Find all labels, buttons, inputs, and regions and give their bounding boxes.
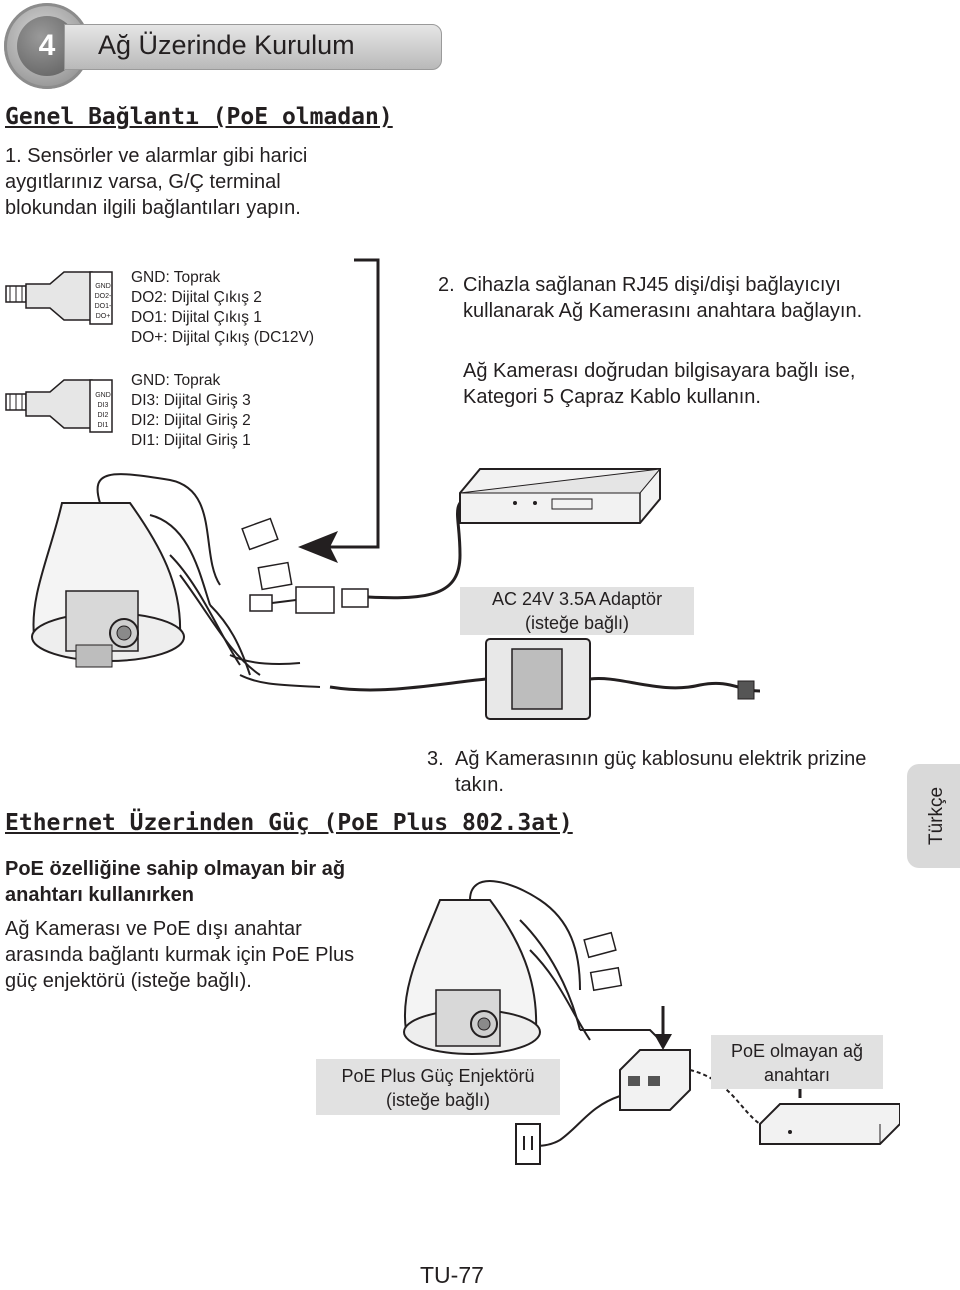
output-terminal-legend: GND: Toprak DO2: Dijital Çıkış 2 DO1: Di…: [131, 268, 314, 348]
pin-label: DI1: [97, 422, 109, 429]
injector-label-line2: (isteğe bağlı): [385, 1090, 491, 1110]
terminal-block-input: [5, 379, 113, 433]
rj45-coupler: [249, 586, 369, 614]
network-cable: [367, 493, 471, 600]
adapter-label-line1: AC 24V 3.5A Adaptör: [491, 589, 663, 609]
pin-label: DO+: [95, 313, 111, 320]
pin-label: DO2-: [94, 293, 112, 300]
pin-label: DO1-: [94, 303, 112, 310]
section-title-general: Genel Bağlantı (PoE olmadan): [5, 104, 393, 130]
switch-label-line1: PoE olmayan ağ: [730, 1041, 864, 1061]
legend-line: DO+: Dijital Çıkış (DC12V): [131, 329, 315, 346]
poe-subtitle: PoE özelliğine sahip olmayan bir ağ anah…: [5, 858, 346, 906]
switch-label-line2: anahtarı: [763, 1065, 831, 1085]
injector-label: PoE Plus Güç Enjektörü (isteğe bağlı): [316, 1059, 560, 1115]
io-connectors-poe: [583, 931, 623, 992]
legend-line: GND: Toprak: [131, 372, 221, 389]
legend-line: DO2: Dijital Çıkış 2: [131, 289, 262, 306]
io-connectors: [241, 517, 293, 591]
adapter-label: AC 24V 3.5A Adaptör (isteğe bağlı): [460, 587, 694, 635]
language-tab: Türkçe: [907, 764, 960, 868]
input-terminal-legend: GND: Toprak DI3: Dijital Giriş 3 DI2: Di…: [131, 371, 251, 451]
network-switch-illustration: [459, 468, 662, 524]
step2-note: Ağ Kamerası doğrudan bilgisayara bağlı i…: [463, 360, 856, 408]
switch-label: PoE olmayan ağ anahtarı: [711, 1035, 883, 1089]
legend-line: DO1: Dijital Çıkış 1: [131, 309, 262, 326]
power-adapter-illustration: [329, 638, 761, 720]
poe-injector-illustration: [619, 1049, 691, 1111]
step2-text: Cihazla sağlanan RJ45 dişi/dişi bağlayıc…: [463, 274, 863, 322]
legend-line: GND: Toprak: [131, 269, 221, 286]
legend-line: DI3: Dijital Giriş 3: [131, 392, 251, 409]
page-title: Ağ Üzerinde Kurulum: [98, 30, 355, 60]
camera-cables: [96, 473, 261, 676]
camera-illustration: [31, 502, 185, 668]
injector-label-line1: PoE Plus Güç Enjektörü: [341, 1066, 535, 1086]
network-diagram-poe: [403, 880, 900, 1165]
network-cable-poe: [689, 1069, 761, 1125]
language-tab-label: Türkçe: [926, 786, 947, 846]
legend-line: DI2: Dijital Giriş 2: [131, 412, 251, 429]
camera-illustration-poe: [403, 899, 541, 1055]
pin-label: GND: [95, 283, 111, 290]
terminal-blocks-illustration: [5, 271, 113, 433]
step2-number: 2.: [438, 274, 455, 296]
header-bar: [64, 24, 442, 70]
step3-text: Ağ Kamerasının güç kablosunu elektrik pr…: [455, 748, 867, 796]
output-pin-labels: GND DO2- DO1- DO+: [92, 282, 114, 322]
terminal-block-output: [5, 271, 113, 325]
power-plug-illustration: [515, 1095, 621, 1165]
page-number: TU-77: [420, 1262, 484, 1288]
pointer-arrow: [298, 258, 380, 563]
pin-label: DI2: [97, 412, 109, 419]
section-title-poe: Ethernet Üzerinden Güç (PoE Plus 802.3at…: [5, 810, 573, 836]
network-diagram-general: [31, 258, 761, 720]
legend-line: DI1: Dijital Giriş 1: [131, 432, 251, 449]
power-cables: [229, 654, 321, 688]
pin-label: GND: [95, 392, 111, 399]
poe-description: Ağ Kamerası ve PoE dışı anahtar arasında…: [5, 918, 355, 992]
pin-label: DI3: [97, 402, 109, 409]
input-pin-labels: GND DI3 DI2 DI1: [92, 391, 114, 431]
adapter-label-line2: (isteğe bağlı): [524, 613, 630, 633]
network-switch-poe: [759, 1103, 900, 1145]
step1-text: 1. Sensörler ve alarmlar gibi harici ayg…: [5, 145, 308, 219]
pointer-arrow-poe: [580, 1006, 672, 1050]
step3-number: 3.: [427, 748, 444, 770]
